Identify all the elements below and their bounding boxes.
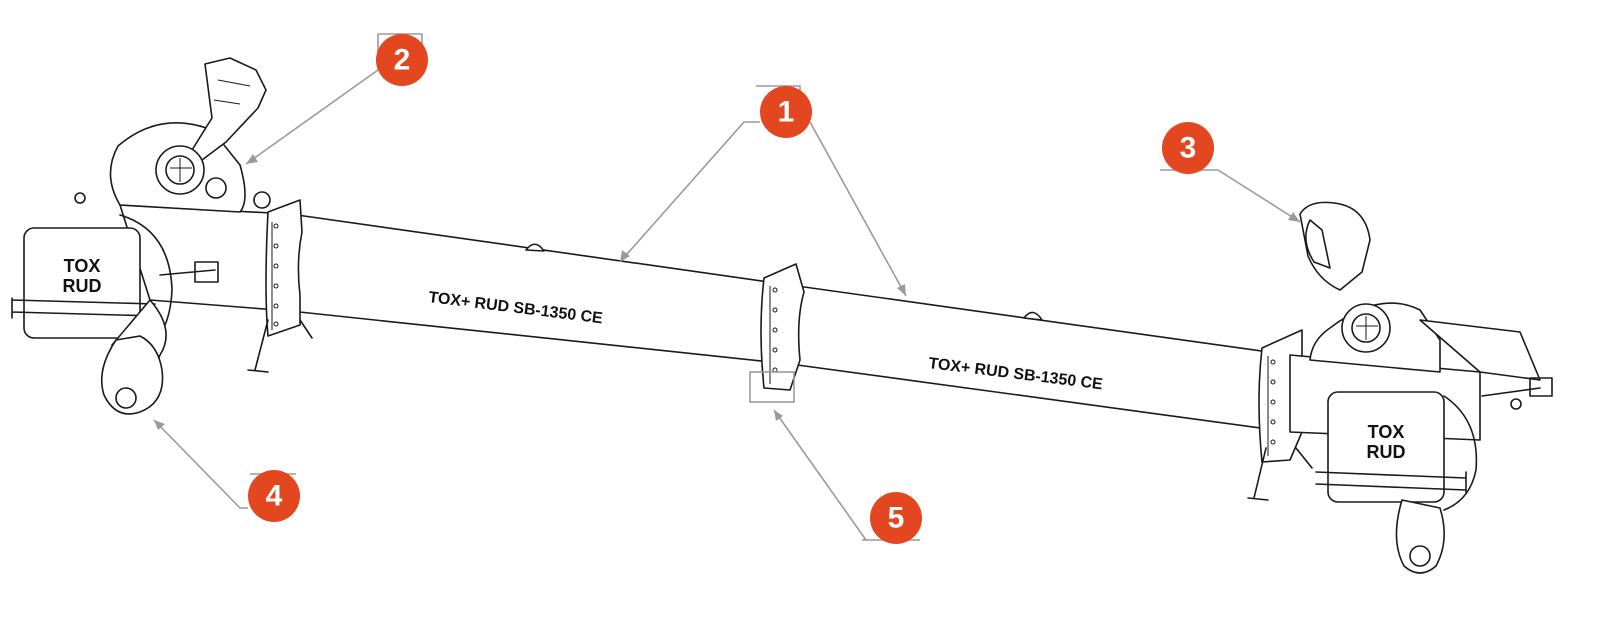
left-end-plate-line1: TOX — [64, 256, 101, 276]
callout-4: 4 — [248, 470, 300, 522]
right-end-assembly: TOX RUD — [1299, 201, 1553, 574]
callout-4-number: 4 — [266, 480, 283, 513]
right-end-plate-line2: RUD — [1367, 442, 1406, 462]
callout-1-number: 1 — [778, 96, 795, 129]
callout-3: 3 — [1162, 122, 1214, 174]
flange-left — [247, 199, 313, 373]
beam-tube — [119, 204, 1291, 433]
callout-3-number: 3 — [1180, 132, 1197, 165]
callout-2: 2 — [376, 34, 428, 86]
callout-2-number: 2 — [394, 44, 411, 77]
left-end-plate-line2: RUD — [63, 276, 102, 296]
flange-middle — [760, 263, 805, 391]
right-end-plate-line1: TOX — [1368, 422, 1405, 442]
callout-5-number: 5 — [888, 502, 905, 535]
left-end-assembly: TOX RUD — [11, 57, 271, 415]
callout-5: 5 — [870, 492, 922, 544]
callout-1: 1 — [760, 86, 812, 138]
